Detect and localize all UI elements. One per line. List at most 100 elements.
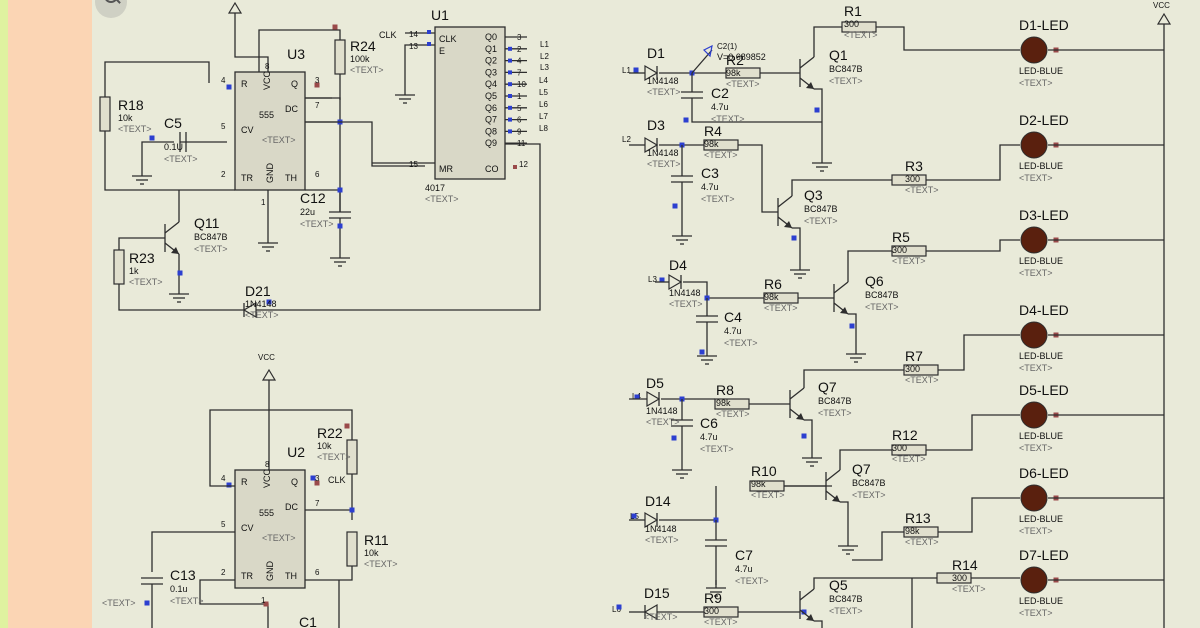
pin-number: 7 <box>315 101 320 110</box>
pin-number: 2 <box>221 170 226 179</box>
pin-label: Q4 <box>485 79 497 89</box>
capacitor-ref: C7 <box>735 547 753 563</box>
resistor-ref: R6 <box>764 276 782 292</box>
ground-symbol <box>169 286 189 303</box>
text-placeholder: <TEXT> <box>865 302 899 312</box>
diode-ref: D3 <box>647 117 665 133</box>
capacitor-value: 4.7u <box>701 182 719 192</box>
text-placeholder: <TEXT> <box>669 299 703 309</box>
transistor-ref: Q3 <box>804 187 823 203</box>
schematic: VCCCLK<TEXT>C1VCCL1L2L3L4L5L6U3RVCCQ555D… <box>99 1 1172 628</box>
transistor-value: BC847B <box>852 478 886 488</box>
led-value: LED-BLUE <box>1019 256 1063 266</box>
text-placeholder: <TEXT> <box>892 454 926 464</box>
resistor-value: 10k <box>364 548 379 558</box>
pin-label: 555 <box>259 110 274 120</box>
pin-label: Q5 <box>485 91 497 101</box>
probe-value: V=0.689852 <box>717 52 766 62</box>
net-label: L1 <box>540 40 549 49</box>
pin-number: 6 <box>315 568 320 577</box>
text-placeholder: <TEXT> <box>704 617 738 627</box>
pin-label: CV <box>241 523 254 533</box>
transistor-ref: Q11 <box>194 215 220 231</box>
capacitor-ref: C4 <box>724 309 742 325</box>
search-button[interactable] <box>95 0 127 18</box>
clk-out-label: CLK <box>328 475 346 485</box>
text-placeholder: <TEXT> <box>170 596 204 606</box>
net-label: L5 <box>539 88 548 97</box>
vcc-arrow <box>261 368 277 388</box>
led-ref: D2-LED <box>1019 112 1069 128</box>
text-placeholder: <TEXT> <box>1019 608 1053 618</box>
net-l2: L2 <box>622 135 631 144</box>
pin-label: 555 <box>259 508 274 518</box>
text-placeholder: <TEXT> <box>300 219 334 229</box>
text-placeholder: <TEXT> <box>1019 268 1053 278</box>
pin-label: Q3 <box>485 67 497 77</box>
capacitor-value: 22u <box>300 207 315 217</box>
pin-label: TR <box>241 173 253 183</box>
diode-value: 1N4148 <box>646 406 678 416</box>
transistor-ref: Q6 <box>865 273 884 289</box>
text-placeholder: <TEXT> <box>364 559 398 569</box>
text-placeholder: <TEXT> <box>194 244 228 254</box>
diode-ref: D5 <box>646 375 664 391</box>
resistor-value: 300 <box>892 245 907 255</box>
pin-number: 1 <box>261 198 266 207</box>
text-placeholder: <TEXT> <box>852 490 886 500</box>
transistor-value: BC847B <box>804 204 838 214</box>
text-placeholder: <TEXT> <box>818 408 852 418</box>
resistor-ref: R18 <box>118 97 144 113</box>
pin-label: VCC <box>262 70 272 90</box>
ground-symbol <box>395 87 415 104</box>
text-placeholder: <TEXT> <box>164 154 198 164</box>
capacitor-c2: C24.7u<TEXT> <box>681 85 745 124</box>
resistor-ref: R3 <box>905 158 923 174</box>
transistor-ref: Q5 <box>829 577 848 593</box>
text-placeholder: <TEXT> <box>701 194 735 204</box>
resistor-ref: R5 <box>892 229 910 245</box>
capacitor-c1-ref: C1 <box>299 614 317 628</box>
resistor-ref: R1 <box>844 3 862 19</box>
led-ref: D6-LED <box>1019 465 1069 481</box>
capacitor-value: 4.7u <box>735 564 753 574</box>
probe-ref: C2(1) <box>717 42 737 51</box>
resistor-ref: R10 <box>751 463 777 479</box>
text-placeholder: <TEXT> <box>905 185 939 195</box>
text-placeholder: <TEXT> <box>647 159 681 169</box>
led-value: LED-BLUE <box>1019 66 1063 76</box>
pin-number: 5 <box>221 520 226 529</box>
vcc-arrow <box>227 1 243 21</box>
pin-label: DC <box>285 502 298 512</box>
chip-ref: U1 <box>431 7 449 23</box>
text-placeholder: <TEXT> <box>704 150 738 160</box>
pin-number: 4 <box>221 76 226 85</box>
pin-number: 7 <box>315 499 320 508</box>
text-placeholder: <TEXT> <box>716 409 750 419</box>
pin-label: MR <box>439 164 453 174</box>
schematic-canvas[interactable]: VCCCLK<TEXT>C1VCCL1L2L3L4L5L6U3RVCCQ555D… <box>92 0 1200 628</box>
pin-label: TH <box>285 571 297 581</box>
pin-label: GND <box>265 561 275 582</box>
pin-label: DC <box>285 104 298 114</box>
text-placeholder: <TEXT> <box>262 135 296 145</box>
text-placeholder: <TEXT> <box>751 490 785 500</box>
text-placeholder: <TEXT> <box>644 612 678 622</box>
led-ref: D5-LED <box>1019 382 1069 398</box>
capacitor-value: 4.7u <box>724 326 742 336</box>
